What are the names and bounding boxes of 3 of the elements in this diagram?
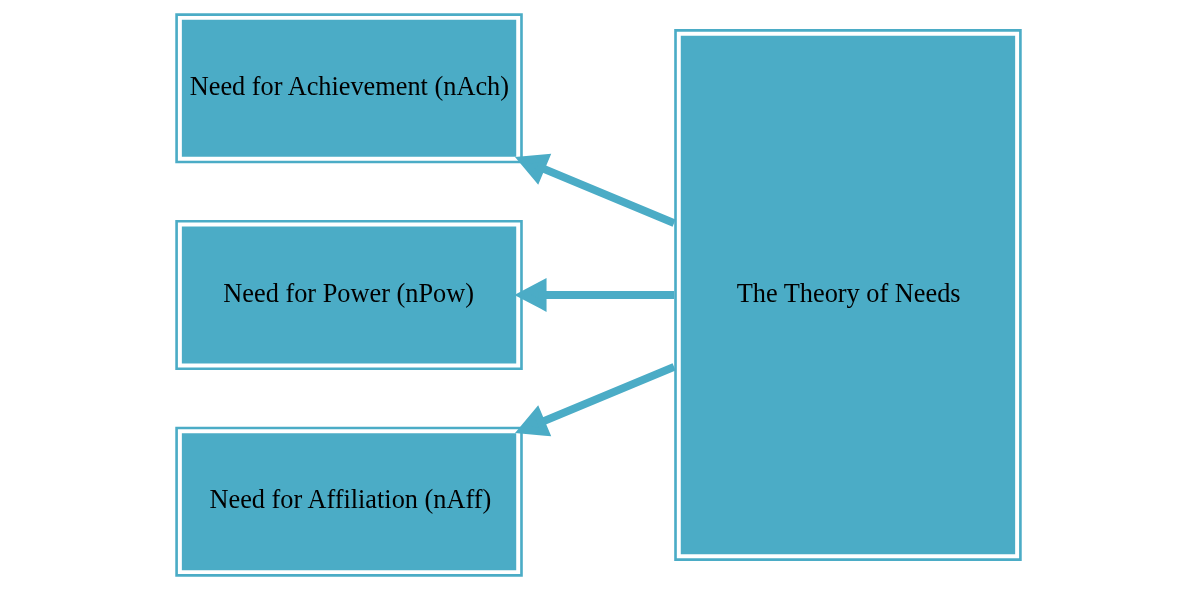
arrow (515, 153, 676, 227)
arrow (515, 363, 676, 437)
arrow (514, 278, 675, 312)
